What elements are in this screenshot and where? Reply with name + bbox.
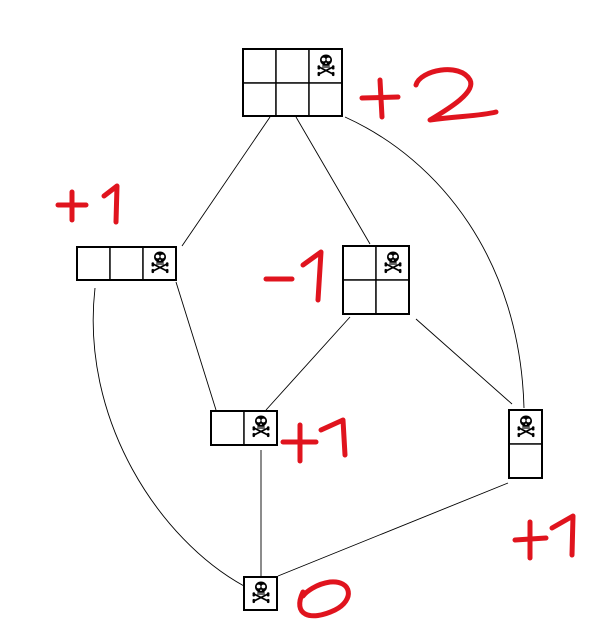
node-single-1x1 bbox=[243, 576, 278, 611]
edge-grid2x3-strip1x3 bbox=[181, 116, 271, 247]
node-grid-2x3 bbox=[242, 48, 343, 117]
label-plus-1-strip-1x3: +1 bbox=[55, 183, 120, 225]
edge-grid2x2-strip2x1 bbox=[415, 318, 513, 405]
node-strip-1x2 bbox=[210, 410, 278, 446]
node-strip-1x3 bbox=[76, 246, 177, 281]
label-plus-1-strip-1x2: +1 bbox=[280, 417, 348, 464]
label-zero: 0 bbox=[297, 579, 351, 619]
node-grid-2x2 bbox=[342, 245, 410, 315]
edge-strip1x3-single1x1 bbox=[92, 287, 245, 587]
edge-strip2x1-single1x1 bbox=[277, 482, 509, 577]
edge-grid2x3-strip2x1 bbox=[344, 116, 525, 409]
label-plus-1-strip-2x1: +1 bbox=[512, 513, 576, 561]
label-minus-1: -1 bbox=[263, 249, 324, 303]
edge-strip1x3-strip1x2 bbox=[175, 281, 217, 411]
edge-grid2x3-grid2x2 bbox=[295, 116, 371, 245]
edge-grid2x2-strip1x2 bbox=[265, 316, 351, 411]
node-strip-2x1 bbox=[508, 409, 543, 479]
label-plus-2: +2 bbox=[359, 67, 499, 123]
edges-group bbox=[92, 116, 525, 587]
